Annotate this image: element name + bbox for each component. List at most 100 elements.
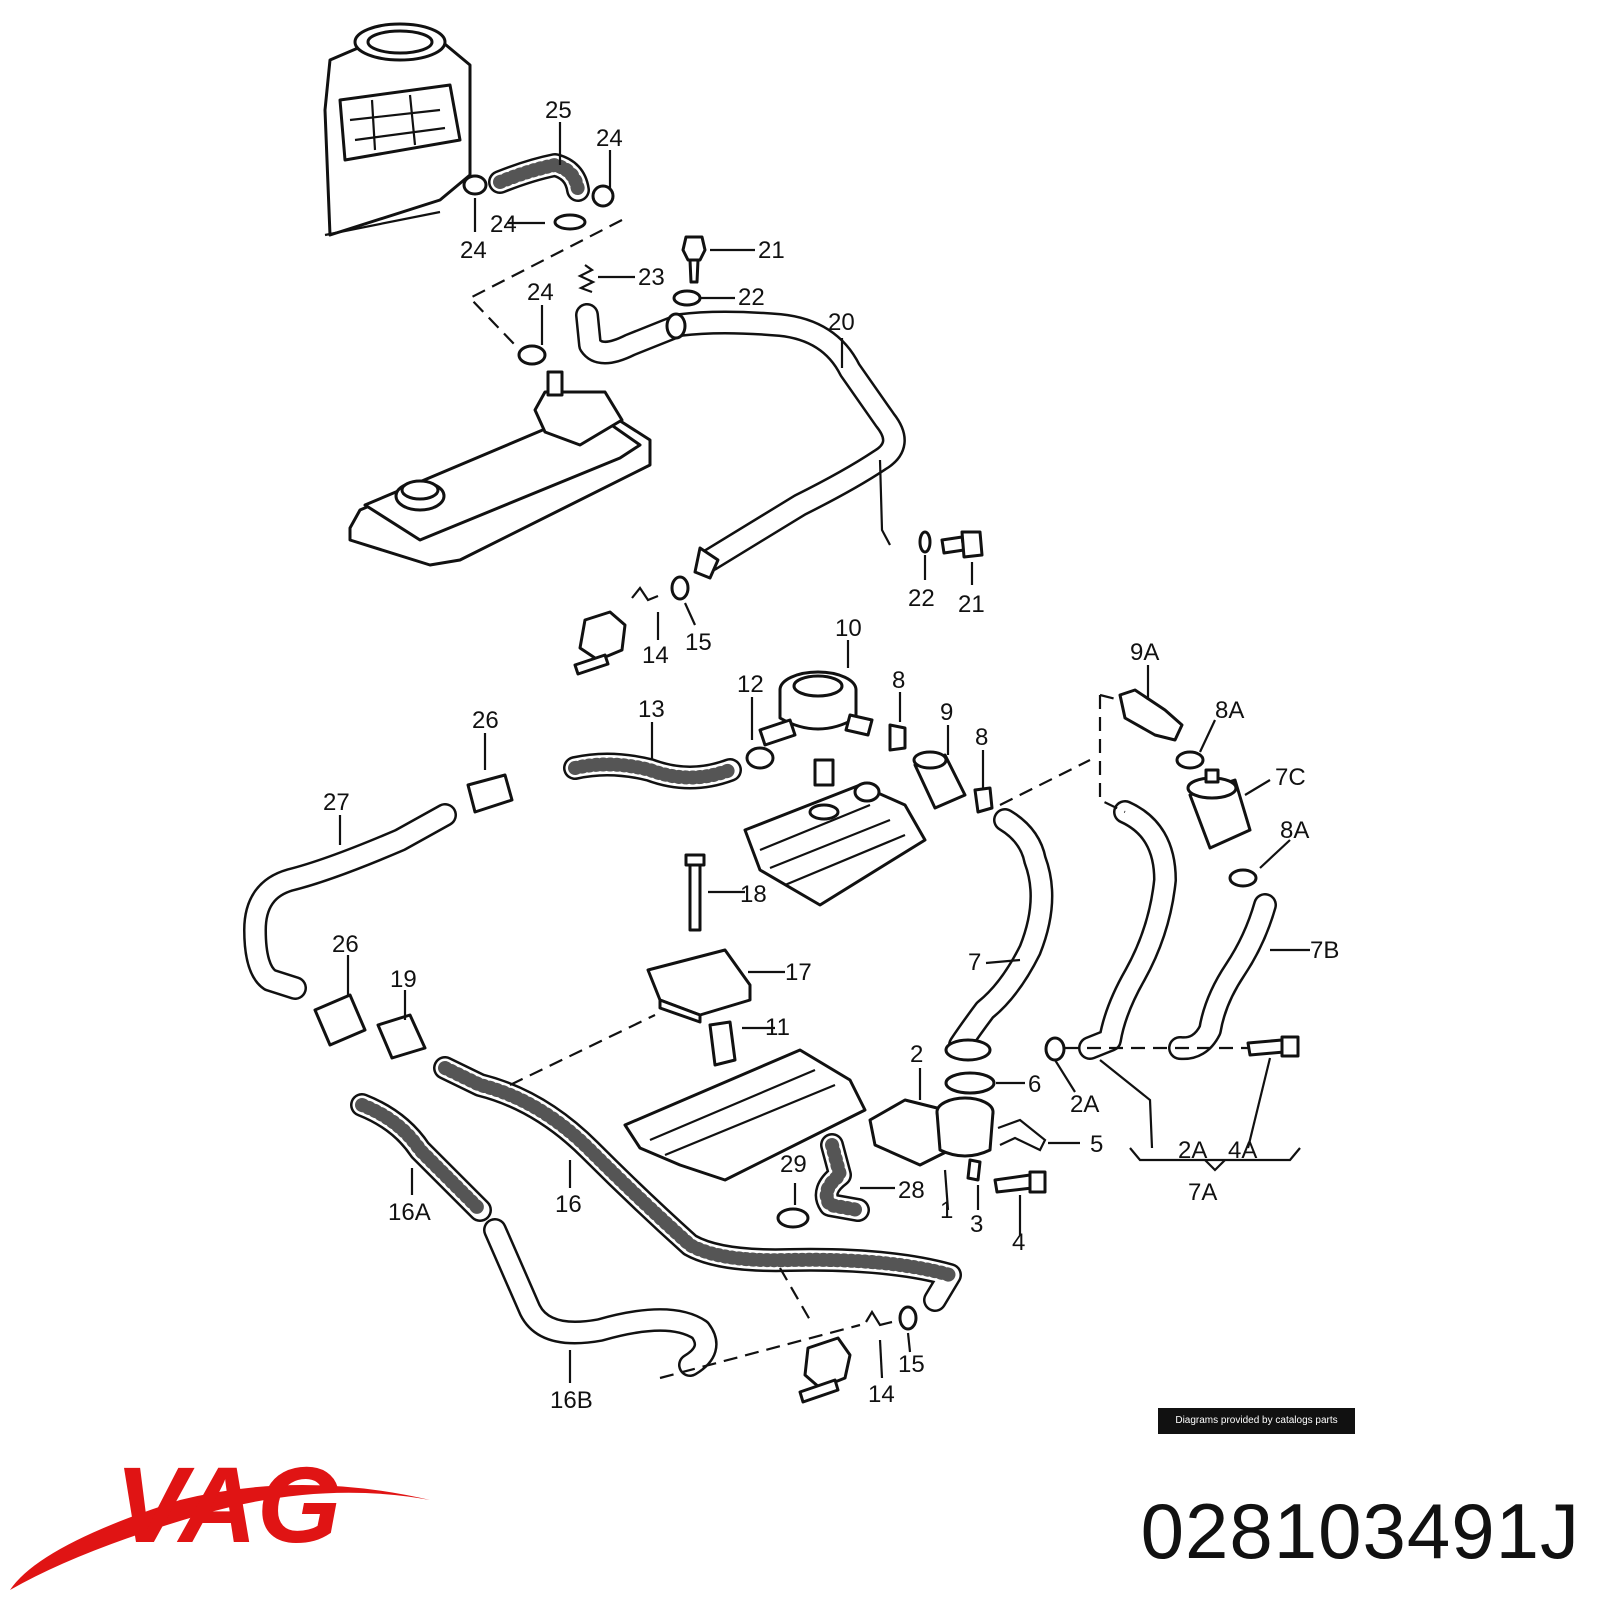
callout-23: 23	[638, 264, 665, 291]
hose-13	[563, 752, 742, 790]
callout-26-a: 26	[472, 707, 499, 734]
vag-logo: VAG	[10, 1444, 430, 1590]
callout-16: 16	[555, 1191, 582, 1218]
hose-25	[488, 153, 590, 202]
callout-8a-a: 8A	[1215, 697, 1244, 724]
callout-16b: 16B	[550, 1387, 593, 1414]
filter-7c	[1186, 768, 1252, 850]
housing-2	[868, 1096, 995, 1167]
clip-5	[997, 1118, 1047, 1152]
callout-24-d: 24	[527, 279, 554, 306]
callout-24-a: 24	[596, 125, 623, 152]
callout-3: 3	[970, 1211, 983, 1238]
clip-8-lower	[973, 786, 994, 814]
bolt-18	[684, 853, 706, 932]
pipe-16b	[483, 1218, 718, 1377]
callout-15-b: 15	[898, 1351, 925, 1378]
clamp-8a-lower	[1228, 868, 1258, 888]
clamps-24	[462, 174, 615, 366]
callout-18: 18	[740, 881, 767, 908]
callout-4a: 4A	[1228, 1137, 1257, 1164]
callout-21-b: 21	[958, 591, 985, 618]
callout-27: 27	[323, 789, 350, 816]
dash-17	[509, 1014, 656, 1086]
callout-25: 25	[545, 97, 572, 124]
callout-14-a: 14	[642, 642, 669, 669]
seal-2a	[1044, 1036, 1066, 1062]
callout-21-a: 21	[758, 237, 785, 264]
callout-24-b: 24	[490, 211, 517, 238]
callout-10: 10	[835, 615, 862, 642]
callout-6: 6	[1028, 1071, 1041, 1098]
hose-16a	[350, 1093, 492, 1222]
pin-3	[966, 1158, 982, 1182]
hose-7	[944, 808, 1054, 1062]
callout-4: 4	[1012, 1229, 1025, 1256]
clamp-29	[776, 1207, 810, 1229]
callout-19: 19	[390, 966, 417, 993]
bracket-14-lower	[798, 1309, 893, 1404]
callout-28: 28	[898, 1177, 925, 1204]
callout-22-a: 22	[738, 284, 765, 311]
bolt-21-top	[681, 235, 707, 284]
hose-7b	[1168, 893, 1277, 1061]
pcv-valve-10	[758, 670, 874, 747]
callout-8-a: 8	[892, 667, 905, 694]
valve-cover-upper	[348, 370, 652, 567]
clamp-8a-upper	[1175, 750, 1205, 770]
bolt-4	[993, 1170, 1047, 1194]
callout-29: 29	[780, 1151, 807, 1178]
washer-22-right	[918, 530, 932, 554]
washer-22-top	[672, 289, 702, 307]
leader-lines	[338, 122, 1310, 1383]
dash-16	[779, 1267, 811, 1321]
engine-block	[323, 22, 472, 237]
hose-28	[814, 1133, 870, 1222]
clamp-12	[745, 746, 775, 770]
seal-6	[944, 1071, 996, 1095]
hose-16	[433, 1056, 962, 1312]
connector-9a	[1118, 688, 1184, 742]
callout-24-c: 24	[460, 237, 487, 264]
logo-swoosh	[10, 1485, 430, 1590]
connector-19	[376, 1013, 427, 1060]
callout-22-b: 22	[908, 585, 935, 612]
dash-16b	[659, 1323, 861, 1380]
bolt-4a	[1246, 1035, 1300, 1058]
callout-5: 5	[1090, 1131, 1103, 1158]
spring-23	[577, 264, 596, 294]
callout-26-b: 26	[332, 931, 359, 958]
callout-2a-b: 2A	[1178, 1137, 1207, 1164]
valve-cover-middle	[743, 758, 927, 907]
callout-13: 13	[638, 696, 665, 723]
bracket-14-upper	[573, 586, 659, 676]
callout-labels: 25 24 24 24 24 21 23 22 20 22 21 14 15 1…	[323, 97, 1339, 1414]
pipe-27	[243, 803, 457, 1000]
sleeve-26-upper	[466, 773, 514, 814]
hose-7a	[1078, 800, 1177, 1060]
credit-badge: Diagrams provided by catalogs parts	[1158, 1408, 1355, 1434]
bolt-21-right	[940, 530, 984, 559]
callout-7c: 7C	[1275, 764, 1306, 791]
callout-7: 7	[968, 949, 981, 976]
callout-16a: 16A	[388, 1199, 431, 1226]
callout-2a-a: 2A	[1070, 1091, 1099, 1118]
callout-1: 1	[940, 1197, 953, 1224]
callout-20: 20	[828, 309, 855, 336]
callout-15-a: 15	[685, 629, 712, 656]
callout-9: 9	[940, 699, 953, 726]
callout-7a: 7A	[1188, 1179, 1217, 1206]
o-ring-15-lower	[898, 1305, 918, 1331]
breather-pipe-20	[575, 303, 906, 580]
callout-14-b: 14	[868, 1381, 895, 1408]
valve-cover-lower	[623, 1048, 867, 1182]
part-number: 028103491J	[1140, 1487, 1580, 1575]
callout-8a-b: 8A	[1280, 817, 1309, 844]
callout-8-b: 8	[975, 724, 988, 751]
callout-2: 2	[910, 1041, 923, 1068]
callout-11: 11	[765, 1014, 790, 1041]
callout-7b: 7B	[1310, 937, 1339, 964]
sleeve-26-lower	[313, 993, 367, 1047]
sleeve-9	[912, 750, 967, 810]
